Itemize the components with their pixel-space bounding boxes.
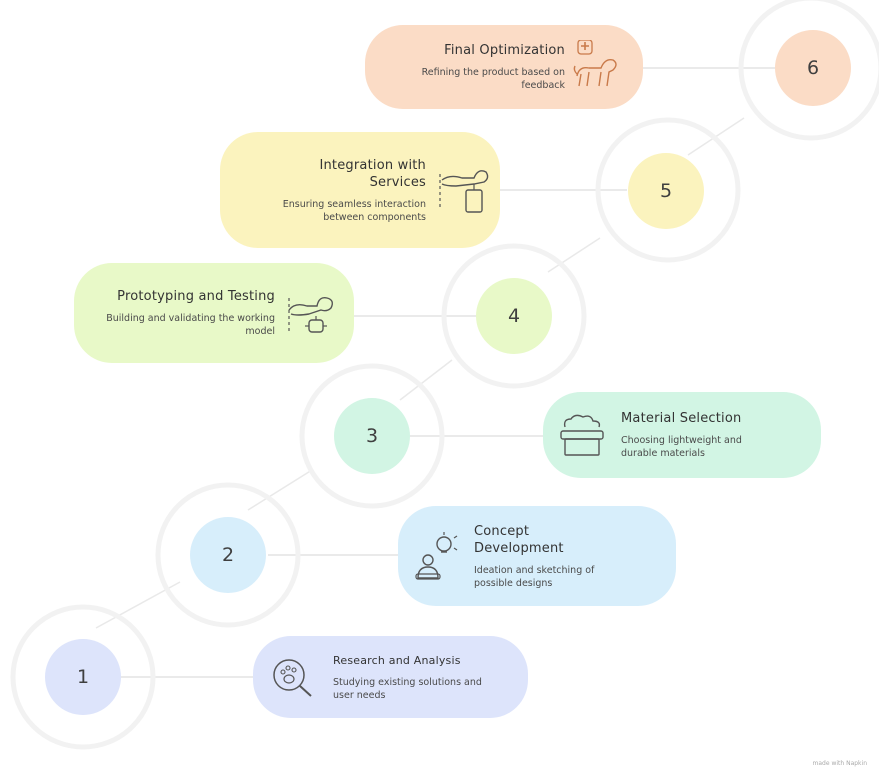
magnifier-paw-icon <box>273 659 312 697</box>
dog-device-icon <box>439 170 489 213</box>
step-1-title: Research and Analysis <box>333 654 461 667</box>
step-5-description: Ensuring seamless interaction between co… <box>282 198 426 223</box>
step-6-card: Final Optimization Refining the product … <box>365 25 643 109</box>
dog-prototype-icon <box>288 296 334 333</box>
step-4-description: Building and validating the working mode… <box>106 313 275 337</box>
step-4-card: Prototyping and Testing Building and val… <box>74 263 354 363</box>
step-4-circle: 4 <box>476 278 552 354</box>
step-1-card: Research and Analysis Studying existing … <box>253 636 528 718</box>
step-3-circle: 3 <box>334 398 410 474</box>
step-5-card: Integration with Services Ensuring seaml… <box>220 132 500 248</box>
step-6-title: Final Optimization <box>444 43 565 58</box>
step-3-number: 3 <box>365 425 379 447</box>
step-5-number: 5 <box>659 180 673 202</box>
step-1-description: Studying existing solutions and user nee… <box>333 677 482 701</box>
step-4-number: 4 <box>507 305 521 327</box>
step-1-number: 1 <box>76 666 90 688</box>
step-5-title: Integration with Services <box>319 157 426 190</box>
box-materials-icon <box>560 414 604 456</box>
step-2-circle: 2 <box>190 517 266 593</box>
step-2-title: Concept Development <box>474 523 564 556</box>
step-3-title: Material Selection <box>621 411 742 426</box>
dog-plus-icon <box>573 40 617 87</box>
step-6-number: 6 <box>806 57 820 79</box>
step-3-description: Choosing lightweight and durable materia… <box>621 435 742 459</box>
step-4-title: Prototyping and Testing <box>117 289 275 304</box>
lightbulb-person-icon <box>415 532 458 580</box>
step-3-card: Material Selection Choosing lightweight … <box>543 392 821 478</box>
step-6-circle: 6 <box>775 30 851 106</box>
step-5-circle: 5 <box>628 153 704 229</box>
step-2-description: Ideation and sketching of possible desig… <box>474 564 595 589</box>
step-2-number: 2 <box>221 544 235 566</box>
footer-watermark: made with Napkin <box>812 760 867 767</box>
step-6-description: Refining the product based on feedback <box>421 67 565 91</box>
step-1-circle: 1 <box>45 639 121 715</box>
step-2-card: Concept Development Ideation and sketchi… <box>398 506 676 606</box>
